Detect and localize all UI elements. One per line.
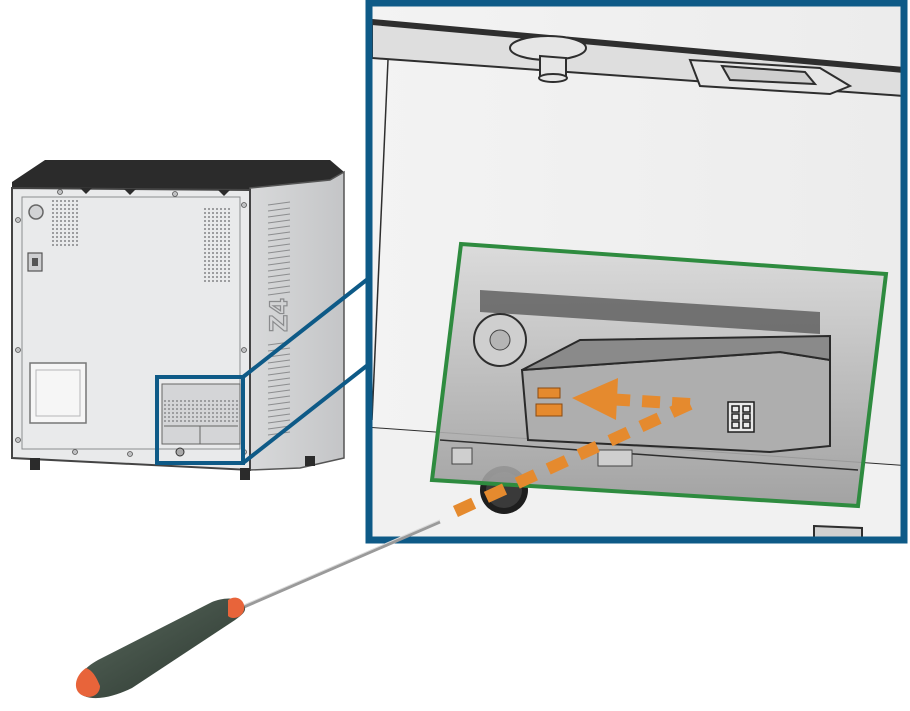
insertion-arrowhead xyxy=(572,378,618,420)
screwdriver xyxy=(75,519,441,699)
screwdriver-handle xyxy=(76,598,246,699)
screwdriver-end-cap xyxy=(75,668,100,697)
model-label: Z4 xyxy=(265,298,293,332)
connector-module xyxy=(432,244,886,506)
highlight-frame xyxy=(429,241,889,509)
tool-path-line xyxy=(447,398,693,520)
rear-label-plate xyxy=(29,362,87,424)
release-tabs xyxy=(535,387,563,417)
six-pin-port xyxy=(727,401,755,433)
top-fastener-right xyxy=(688,58,853,96)
printer-rear-view: Z4 xyxy=(11,160,345,480)
insertion-arrow xyxy=(605,393,691,410)
top-notches xyxy=(80,188,230,196)
printer-feet xyxy=(30,456,315,480)
printer-top-lid xyxy=(12,160,344,190)
callout-connector-lines xyxy=(241,276,371,465)
screwdriver-collar xyxy=(228,597,245,618)
callout-source-frame xyxy=(155,375,245,465)
detail-inset xyxy=(365,0,908,544)
side-vent xyxy=(267,201,291,436)
access-cover xyxy=(161,383,241,457)
rear-vent-left-grid xyxy=(52,200,80,248)
rear-vent-right-grid xyxy=(204,206,232,284)
screwdriver-shaft xyxy=(236,520,441,612)
top-fastener-left xyxy=(509,35,587,83)
power-inlet xyxy=(28,204,44,220)
inset-frame xyxy=(365,0,908,544)
